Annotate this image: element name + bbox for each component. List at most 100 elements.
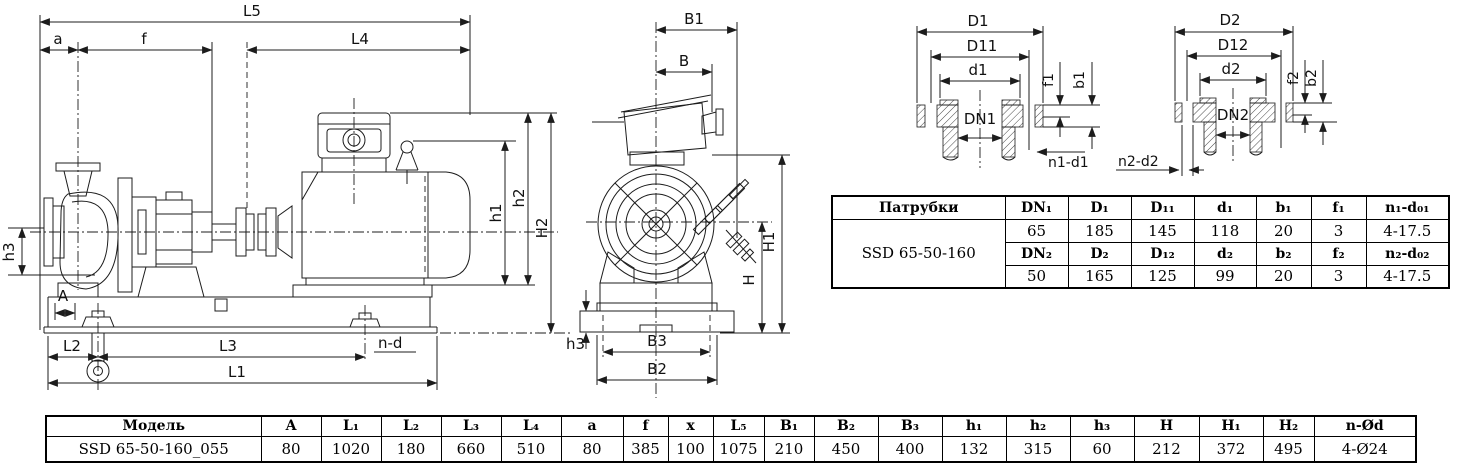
table-cell: 60	[1069, 435, 1135, 463]
table-cell: 80	[560, 435, 624, 463]
col-header: H₂	[1262, 415, 1315, 437]
table-cell: 99	[1193, 264, 1257, 289]
col-header: A	[260, 415, 322, 437]
table-cell: 132	[941, 435, 1007, 463]
dim-label-hh1: H1	[760, 232, 778, 253]
col-header: L₅	[712, 415, 765, 437]
nozzle-table-container: Патрубки DN₁ D₁ D₁₁ d₁ b₁ f₁ n₁-d₀₁ SSD …	[831, 195, 1450, 289]
dim-label-f1: f1	[1041, 73, 1057, 87]
col-header: n₁-d₀₁	[1365, 195, 1450, 220]
model-table: Модель A L₁ L₂ L₃ L₄ a f x L₅ B₁ B₂ B₃ h…	[45, 415, 1417, 463]
table-cell: 315	[1005, 435, 1071, 463]
col-header: b₂	[1255, 241, 1312, 266]
table-cell: 20	[1255, 218, 1312, 243]
dim-label-n1d1: n1-d1	[1048, 155, 1089, 171]
table-cell: 1075	[712, 435, 765, 463]
table-cell: 145	[1130, 218, 1195, 243]
table-cell: 660	[440, 435, 502, 463]
nozzle-row-discharge: 50 165 125 99 20 3 4-17.5	[832, 264, 1450, 289]
dim-label-aa: A	[58, 287, 69, 305]
dim-label-a: a	[53, 30, 62, 48]
model-data-row: SSD 65-50-160_055 80 1020 180 660 510 80…	[45, 435, 1417, 463]
dim-label-f2: f2	[1286, 71, 1302, 85]
suction-flange-detail: D1 D11 d1 DN1 f1 b1 n1-d1	[916, 12, 1100, 171]
dim-label-f: f	[141, 30, 147, 48]
dim-label-d12: D12	[1218, 36, 1249, 54]
table-cell: 185	[1067, 218, 1132, 243]
dim-label-b: B	[679, 52, 689, 70]
table-cell: 4-17.5	[1365, 264, 1450, 289]
dim-label-dd2: D2	[1219, 11, 1240, 29]
col-header: a	[560, 415, 624, 437]
col-header: B₂	[813, 415, 879, 437]
col-header: DN₁	[1004, 195, 1069, 220]
nozzle-table: Патрубки DN₁ D₁ D₁₁ d₁ b₁ f₁ n₁-d₀₁ SSD …	[831, 195, 1450, 289]
col-header: x	[667, 415, 714, 437]
col-header: B₁	[763, 415, 815, 437]
dim-label-dd1: D1	[967, 12, 988, 30]
dim-label-h3-front: h3	[566, 335, 585, 353]
table-cell: 3	[1310, 264, 1367, 289]
dim-label-dn1: DN1	[964, 110, 996, 128]
dim-label-l3: L3	[219, 337, 237, 355]
col-header: h₁	[941, 415, 1007, 437]
dim-label-l5: L5	[243, 2, 261, 20]
table-cell: 385	[622, 435, 669, 463]
col-header: L₁	[320, 415, 382, 437]
dim-label-d1: d1	[968, 61, 987, 79]
discharge-flange-detail: D2 D12 d2 DN2 f2 b2 n2-d2	[1116, 11, 1337, 176]
col-header: b₁	[1255, 195, 1312, 220]
nozzle-subheader-row: DN₂ D₂ D₁₂ d₂ b₂ f₂ n₂-d₀₂	[832, 241, 1450, 266]
side-view-drawing: L5 a f L4 h1 h2 H2 h3 A L2 L3 n-d L1	[0, 2, 572, 392]
col-header: DN₂	[1004, 241, 1069, 266]
dim-label-n2d2: n2-d2	[1118, 154, 1159, 170]
table-cell: 65	[1004, 218, 1069, 243]
col-header: n₂-d₀₂	[1365, 241, 1450, 266]
dim-label-l1: L1	[228, 363, 246, 381]
dim-label-h1: h1	[487, 203, 505, 222]
dim-label-b1-flange: b1	[1072, 71, 1088, 89]
nozzle-model-cell: SSD 65-50-160	[831, 218, 1006, 289]
dim-label-b2-flange: b2	[1304, 69, 1320, 87]
dim-label-b2: B2	[647, 360, 667, 378]
col-header: D₁₁	[1130, 195, 1195, 220]
nozzle-table-title: Патрубки	[831, 195, 1006, 220]
nozzle-row-suction: SSD 65-50-160 65 185 145 118 20 3 4-17.5	[831, 218, 1450, 289]
front-view-drawing: B1 B H H1 h3 B3 B2	[566, 10, 790, 398]
table-cell: 450	[813, 435, 879, 463]
table-cell: 180	[380, 435, 442, 463]
dim-label-nd: n-d	[378, 334, 402, 352]
model-table-container: Модель A L₁ L₂ L₃ L₄ a f x L₅ B₁ B₂ B₃ h…	[45, 415, 1417, 463]
table-cell: 210	[763, 435, 815, 463]
table-cell: 20	[1255, 264, 1312, 289]
dim-label-b3: B3	[647, 332, 667, 350]
dim-label-d2: d2	[1221, 60, 1240, 78]
col-header: D₂	[1067, 241, 1132, 266]
col-header: H₁	[1198, 415, 1264, 437]
col-header: n-Ød	[1313, 415, 1417, 437]
dim-label-l4: L4	[351, 30, 369, 48]
col-header: D₁	[1067, 195, 1132, 220]
col-header: f	[622, 415, 669, 437]
dim-label-hh2: H2	[533, 218, 551, 239]
col-header: d₁	[1193, 195, 1257, 220]
table-cell: 118	[1193, 218, 1257, 243]
col-header: D₁₂	[1130, 241, 1195, 266]
table-cell: 3	[1310, 218, 1367, 243]
table-cell: 400	[877, 435, 943, 463]
model-name-cell: SSD 65-50-160_055	[45, 435, 262, 463]
col-header: f₂	[1310, 241, 1367, 266]
col-header: Модель	[45, 415, 262, 437]
col-header: h₂	[1005, 415, 1071, 437]
table-cell: 372	[1198, 435, 1264, 463]
table-cell: 212	[1133, 435, 1200, 463]
dim-label-hh: H	[740, 274, 758, 285]
nozzle-header-row: Патрубки DN₁ D₁ D₁₁ d₁ b₁ f₁ n₁-d₀₁	[831, 195, 1450, 220]
col-header: L₄	[500, 415, 562, 437]
dim-label-h2: h2	[510, 188, 528, 207]
table-cell: 80	[260, 435, 322, 463]
table-cell: 4-17.5	[1365, 218, 1450, 243]
col-header: H	[1133, 415, 1200, 437]
